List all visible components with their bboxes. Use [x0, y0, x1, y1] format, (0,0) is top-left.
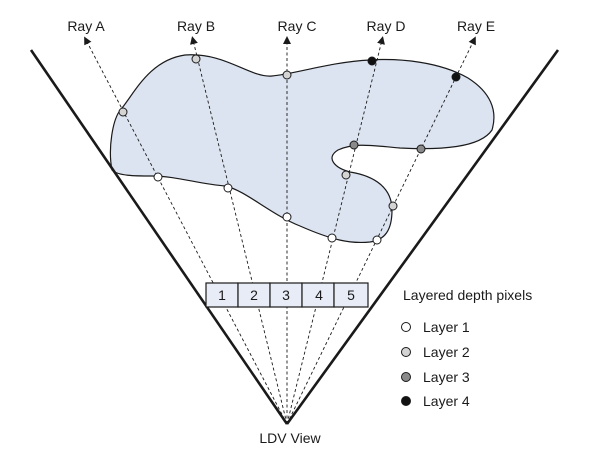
ray-a-line — [84, 36, 288, 425]
pixel-number-5: 5 — [347, 287, 355, 303]
ray-b-sample-layer-1 — [223, 183, 233, 193]
legend-layer-4-label: Layer 4 — [423, 393, 470, 409]
ray-a-label: Ray A — [67, 18, 105, 34]
ray-d-sample-layer-3 — [349, 140, 359, 150]
legend-layer-2-label: Layer 2 — [423, 344, 470, 360]
ray-c-label: Ray C — [278, 18, 317, 34]
ray-e-sample-layer-3 — [416, 144, 426, 154]
ray-e-sample-layer-1 — [372, 235, 382, 245]
ray-d-label: Ray D — [367, 18, 406, 34]
pixel-number-4: 4 — [315, 287, 323, 303]
ray-d-sample-layer-2 — [341, 170, 351, 180]
ray-e-sample-layer-2 — [388, 201, 398, 211]
pixel-cell-4 — [301, 282, 335, 308]
ray-c-sample-layer-2 — [282, 70, 292, 80]
depth-samples — [118, 54, 461, 245]
legend-layer-3-label: Layer 3 — [423, 369, 470, 385]
legend-layer-3-marker — [401, 372, 411, 382]
legend-layer-4-marker — [401, 396, 411, 406]
pixel-number-3: 3 — [282, 287, 290, 303]
ray-d-sample-layer-4 — [367, 56, 377, 66]
pixel-number-2: 2 — [250, 287, 258, 303]
ray-e-label: Ray E — [457, 18, 495, 34]
legend-layer-1-label: Layer 1 — [423, 319, 470, 335]
pixel-cell-2 — [237, 282, 271, 308]
rays — [84, 36, 476, 425]
pixel-cell-3 — [269, 282, 303, 308]
ray-d-sample-layer-1 — [327, 233, 337, 243]
ldv-view-label: LDV View — [259, 430, 321, 446]
ray-b-label: Ray B — [177, 18, 215, 34]
legend: Layered depth pixels Layer 1 Layer 2 Lay… — [401, 287, 532, 409]
pixel-number-1: 1 — [218, 287, 226, 303]
scene-object — [109, 54, 495, 244]
layered-depth-pixel-strip: 1 2 3 4 5 — [205, 282, 369, 308]
ray-a-sample-layer-2 — [118, 107, 128, 117]
pixel-cell-1 — [205, 282, 239, 308]
pixel-cell-5 — [333, 282, 369, 308]
frustum-right-edge — [285, 49, 560, 425]
legend-layer-2-marker — [401, 347, 411, 357]
legend-title: Layered depth pixels — [403, 287, 532, 303]
legend-layer-1-marker — [401, 322, 411, 332]
ray-b-sample-layer-2 — [191, 54, 201, 64]
frustum-left-edge — [29, 49, 289, 425]
ray-a-sample-layer-1 — [153, 172, 163, 182]
ray-e-sample-layer-4 — [451, 72, 461, 82]
ray-c-sample-layer-1 — [282, 212, 292, 222]
